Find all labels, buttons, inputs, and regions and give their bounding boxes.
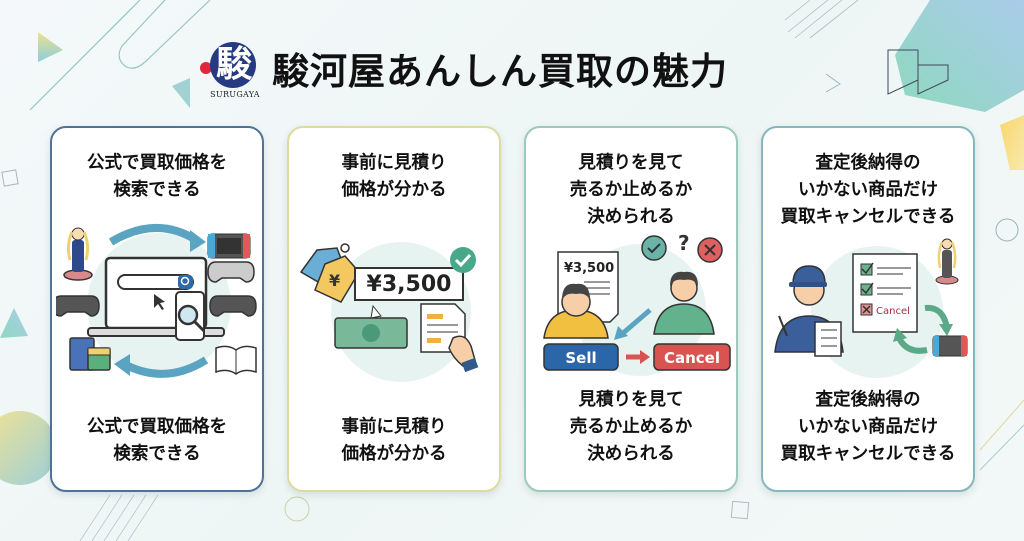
- price-estimate-illustration: ¥ ¥3,500: [293, 220, 499, 390]
- laptop-search-illustration: [52, 220, 262, 390]
- page-title: 駿河屋あんしん買取の魅力: [272, 50, 728, 93]
- card-title: 公式で買取価格を 検索できる: [87, 153, 227, 200]
- clipboard-icon: [814, 321, 842, 357]
- feature-card-decide: 見積りを見て 売るか止めるか 決められる ¥3,500: [524, 126, 738, 492]
- feature-card-cancel: 査定後納得の いかない商品だけ 買取キャンセルできる: [761, 126, 975, 492]
- controller-icon: [52, 295, 100, 317]
- svg-text:¥: ¥: [329, 271, 340, 290]
- magnifier-icon: [177, 304, 199, 326]
- card-title: 事前に見積り 価格が分かる: [341, 153, 447, 200]
- sell-button: [543, 343, 619, 371]
- header: 駿 SURUGAYA 駿河屋あんしん買取の魅力: [198, 36, 728, 108]
- price-tag-icon: ¥: [299, 243, 360, 303]
- money-icon: [334, 304, 408, 349]
- staff-checklist-illustration: Cancel: [767, 232, 973, 402]
- logo-red-dot: [200, 62, 212, 74]
- feature-card-search-price: 公式で買取価格を 検索できる: [50, 126, 264, 492]
- search-icon: [180, 276, 190, 286]
- sell-or-cancel-illustration: ¥3,500 ? Sell: [530, 230, 736, 400]
- svg-text:¥3,500: ¥3,500: [367, 272, 452, 297]
- svg-text:Cancel: Cancel: [664, 349, 720, 367]
- feature-card-estimate: 事前に見積り 価格が分かる ¥ ¥3,500: [287, 126, 501, 492]
- price-box: [354, 267, 464, 301]
- controller-icon: [209, 295, 257, 317]
- checklist-icon: Cancel: [852, 253, 918, 333]
- card-caption: 事前に見積り 価格が分かる: [341, 417, 447, 464]
- person-icon: [543, 283, 609, 339]
- card-caption: 公式で買取価格を 検索できる: [87, 417, 227, 464]
- check-icon: [450, 247, 476, 273]
- svg-text:Cancel: Cancel: [876, 306, 910, 317]
- pen-icon: [778, 315, 788, 337]
- cursor-icon: [154, 294, 165, 310]
- svg-text:¥3,500: ¥3,500: [564, 261, 614, 276]
- surugaya-logo: 駿 SURUGAYA: [198, 38, 266, 106]
- logo-text: SURUGAYA: [210, 90, 260, 99]
- svg-text:?: ?: [678, 231, 690, 255]
- logo-kanji: 駿: [215, 43, 252, 85]
- figure-icon: [935, 238, 959, 285]
- card-title: 査定後納得の いかない商品だけ 買取キャンセルできる: [780, 153, 956, 227]
- card-caption: 査定後納得の いかない商品だけ 買取キャンセルできる: [780, 390, 956, 464]
- svg-text:Sell: Sell: [565, 349, 596, 367]
- arrow-icon: [620, 308, 652, 336]
- cycle-arrow-icon: [108, 224, 199, 246]
- thinking-person-icon: [653, 271, 715, 335]
- card-caption: 見積りを見て 売るか止めるか 決められる: [569, 390, 693, 464]
- staff-icon: [774, 265, 844, 357]
- cancel-button: [653, 343, 731, 371]
- logo-circle: [210, 42, 256, 88]
- game-console-icon: [932, 335, 968, 357]
- check-bubble-icon: [641, 235, 667, 261]
- controller-icon: [207, 261, 255, 283]
- card-title: 見積りを見て 売るか止めるか 決められる: [569, 153, 693, 227]
